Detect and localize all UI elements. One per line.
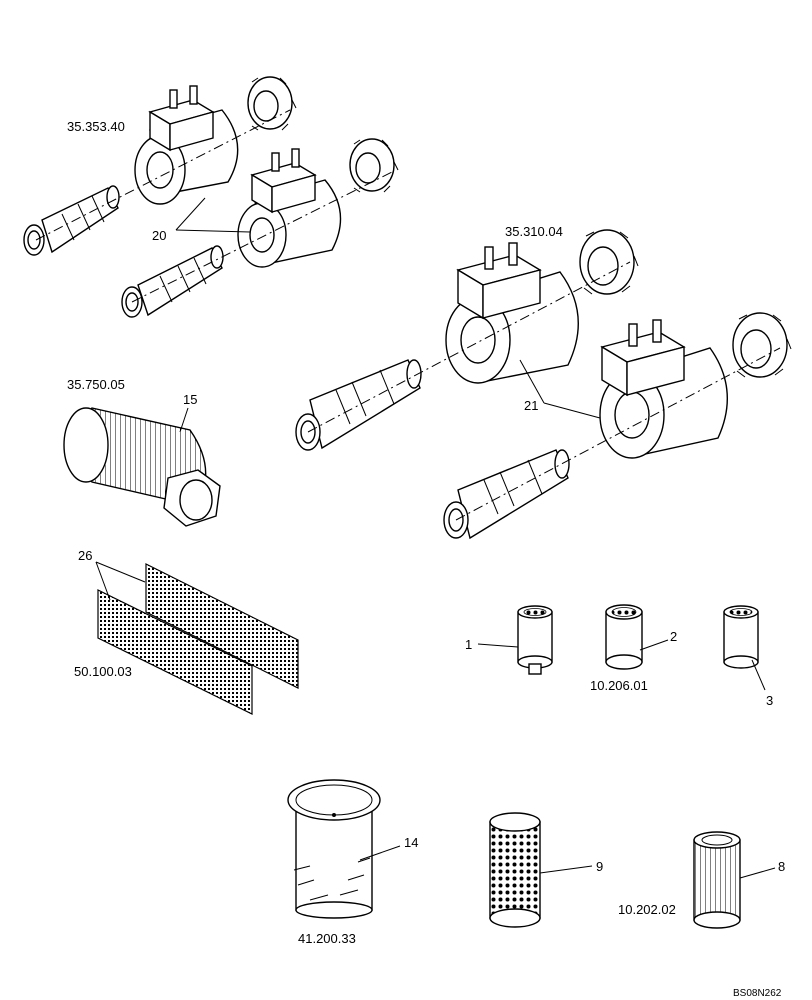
label-item-3: 3	[766, 693, 773, 708]
label-item-14: 14	[404, 835, 418, 850]
filter-cartridge-3	[723, 605, 759, 669]
label-item-15: 15	[183, 392, 197, 407]
label-item-9: 9	[596, 859, 603, 874]
solenoid-coil-upper-20	[134, 85, 239, 205]
valve-cartridge-lower-20	[121, 245, 224, 318]
label-41-200-33: 41.200.33	[298, 931, 356, 946]
filter-mat-upper-26	[145, 563, 299, 689]
solenoid-coil-lower-21	[599, 319, 728, 459]
filter-element-9	[489, 812, 541, 928]
nut-upper-20	[247, 76, 297, 131]
label-35-310-04: 35.310.04	[505, 224, 563, 239]
valve-cartridge-lower-21	[443, 449, 570, 540]
label-10-206-01: 10.206.01	[590, 678, 648, 693]
label-50-100-03: 50.100.03	[74, 664, 132, 679]
label-item-20: 20	[152, 228, 166, 243]
strainer-filter-15	[63, 407, 221, 527]
valve-cartridge-upper-20	[23, 185, 120, 256]
label-10-202-02: 10.202.02	[618, 902, 676, 917]
filter-mat-lower-26	[97, 589, 253, 715]
strainer-basket-14	[287, 779, 381, 919]
label-35-750-05: 35.750.05	[67, 377, 125, 392]
drawing-code: BS08N262	[733, 988, 782, 999]
filter-element-8	[693, 831, 741, 929]
label-item-1: 1	[465, 637, 472, 652]
filter-cartridge-1	[517, 605, 553, 675]
solenoid-coil-upper-21	[445, 242, 579, 384]
nut-upper-21	[579, 229, 639, 295]
label-item-2: 2	[670, 629, 677, 644]
valve-cartridge-upper-21	[295, 359, 422, 451]
label-item-8: 8	[778, 859, 785, 874]
label-item-26: 26	[78, 548, 92, 563]
label-item-21: 21	[524, 398, 538, 413]
nut-lower-20	[349, 138, 399, 193]
nut-lower-21	[732, 312, 792, 378]
label-35-353-40: 35.353.40	[67, 119, 125, 134]
solenoid-coil-lower-20	[237, 148, 342, 268]
filter-cartridge-2	[605, 604, 643, 670]
leader-lines	[95, 197, 776, 879]
